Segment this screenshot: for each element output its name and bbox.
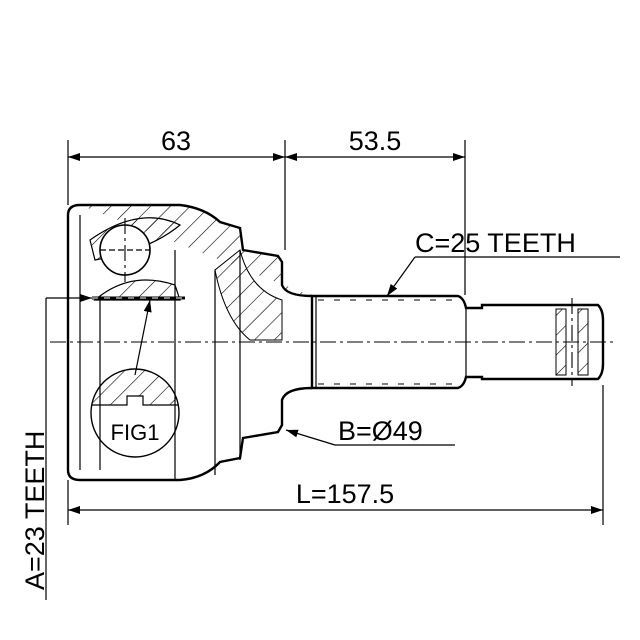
callout-a: A=23 TEETH <box>20 294 152 600</box>
fig1-label: FIG1 <box>111 420 160 445</box>
shaft <box>310 294 605 390</box>
callout-b: B=Ø49 <box>285 416 455 446</box>
dimension-53-5: 53.5 <box>285 126 466 295</box>
dimension-53-5-label: 53.5 <box>349 126 402 156</box>
callout-b-label: B=Ø49 <box>338 416 423 446</box>
dimension-63-label: 63 <box>161 126 191 156</box>
callout-a-label: A=23 TEETH <box>20 431 50 590</box>
callout-c: C=25 TEETH <box>386 228 620 297</box>
callout-c-label: C=25 TEETH <box>415 228 576 258</box>
dimension-total-length: L=157.5 <box>67 385 604 525</box>
outer-housing <box>66 203 313 482</box>
total-length-label: L=157.5 <box>296 479 394 509</box>
